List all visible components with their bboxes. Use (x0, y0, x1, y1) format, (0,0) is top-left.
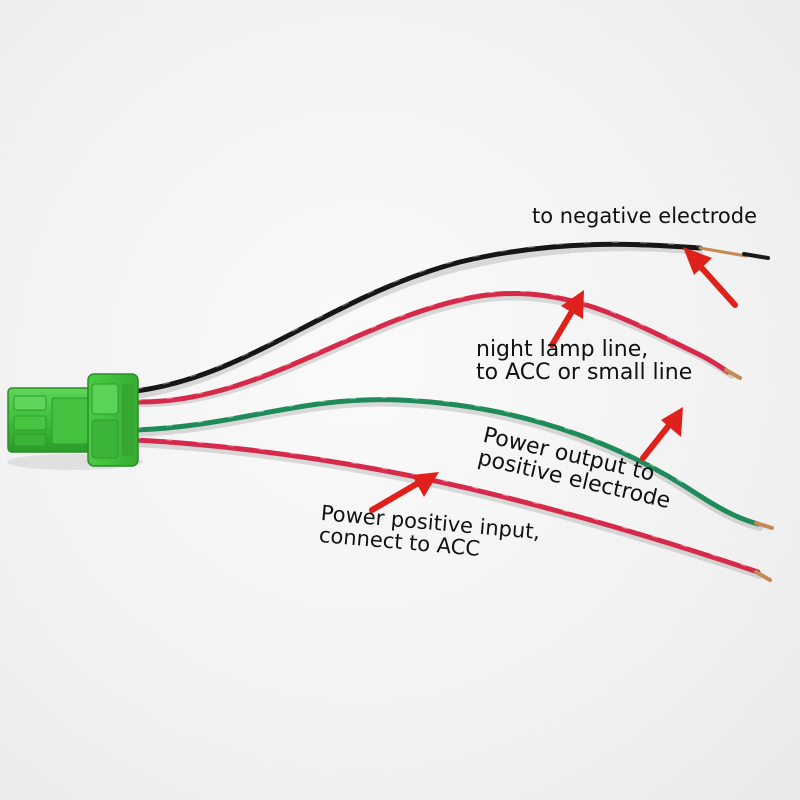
label-negative-text: to negative electrode (532, 204, 758, 228)
arrow-negative-electrode (683, 247, 738, 308)
arrow-night-lamp (549, 290, 584, 348)
label-negative-electrode: to negative electrode (532, 205, 757, 227)
red-wire-night-lamp (133, 290, 731, 405)
red-wire-power-input-tip (754, 570, 772, 582)
label-night-lamp: night lamp line, to ACC or small line (476, 338, 692, 384)
label-night-lamp-line2: to ACC or small line (476, 360, 693, 386)
black-wire (133, 241, 703, 394)
green-wire (133, 397, 761, 527)
green-wire-tip (754, 521, 774, 530)
red-wire-night-lamp-tip (724, 368, 742, 380)
arrow-power-input (369, 472, 439, 513)
red-wire-power-input (133, 437, 761, 575)
green-connector (7, 373, 143, 470)
label-night-lamp-line1: night lamp line, (476, 337, 649, 362)
arrow-power-output (640, 407, 683, 461)
black-wire-tip (698, 246, 748, 258)
